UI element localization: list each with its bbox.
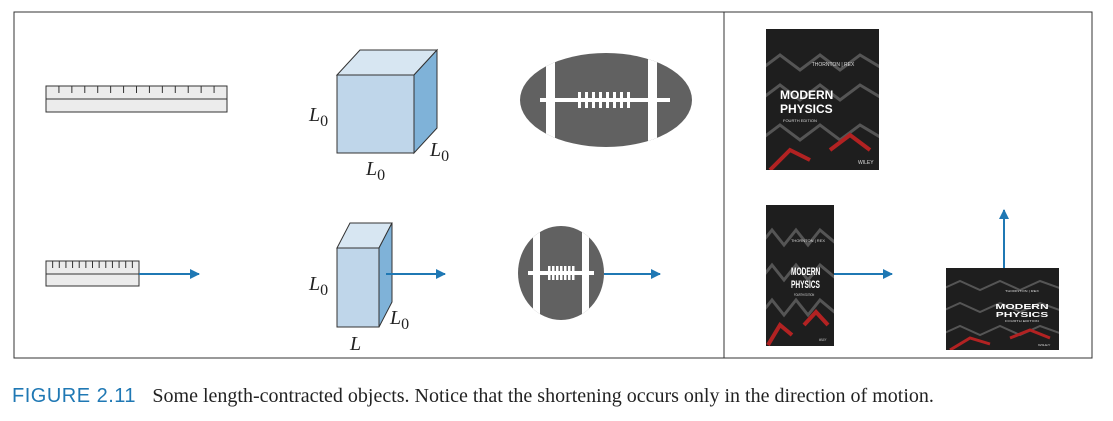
svg-text:FOURTH EDITION: FOURTH EDITION [794, 292, 815, 297]
cube-moving [336, 222, 393, 328]
cube-moving-depth-label: L0 [389, 307, 409, 333]
svg-text:MODERN: MODERN [995, 303, 1048, 311]
caption-text: Some length-contracted objects. Notice t… [152, 385, 934, 407]
book-moving-up: THORNTON | REX MODERN PHYSICS FOURTH EDI… [946, 268, 1059, 350]
ruler-at-rest [45, 85, 228, 113]
book-at-rest: THORNTON | REX MODERN PHYSICS FOURTH EDI… [766, 29, 879, 170]
football-moving [518, 226, 604, 320]
cube-moving-length-label: L [349, 333, 361, 355]
svg-text:PHYSICS: PHYSICS [996, 311, 1049, 319]
svg-text:THORNTON | REX: THORNTON | REX [1005, 290, 1040, 293]
svg-text:WILEY: WILEY [1038, 344, 1051, 347]
book-moving-right: THORNTON | REX MODERN PHYSICS FOURTH EDI… [766, 205, 834, 346]
svg-text:PHYSICS: PHYSICS [791, 278, 820, 290]
cube-rest-depth-label: L0 [429, 139, 449, 165]
svg-text:WILEY: WILEY [819, 337, 827, 342]
cube-moving-height-label: L0 [308, 273, 328, 299]
cube-rest-width-label: L0 [365, 158, 385, 184]
svg-text:PHYSICS: PHYSICS [780, 102, 833, 116]
svg-text:THORNTON | REX: THORNTON | REX [812, 62, 855, 68]
cube-rest-height-label: L0 [308, 104, 328, 130]
cube-at-rest [335, 48, 439, 155]
figure-caption: FIGURE 2.11 Some length-contracted objec… [12, 383, 934, 408]
figure-number: FIGURE 2.11 [12, 385, 137, 407]
svg-text:FOURTH EDITION: FOURTH EDITION [1005, 320, 1040, 323]
football-at-rest [520, 53, 692, 147]
svg-text:WILEY: WILEY [858, 160, 874, 166]
ruler-moving [45, 260, 140, 287]
svg-text:MODERN: MODERN [780, 88, 833, 102]
svg-text:MODERN: MODERN [791, 265, 820, 277]
svg-text:THORNTON | REX: THORNTON | REX [791, 238, 825, 243]
figure-frame [13, 11, 1093, 359]
svg-text:FOURTH EDITION: FOURTH EDITION [783, 118, 817, 123]
